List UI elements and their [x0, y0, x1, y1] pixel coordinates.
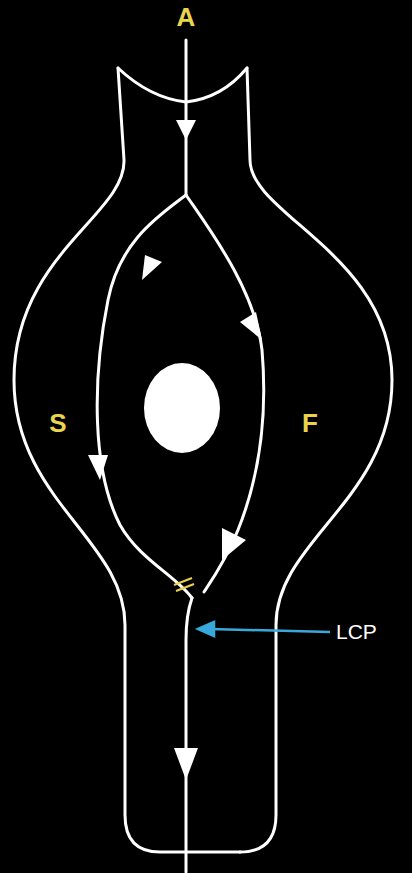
break-mark — [176, 584, 194, 591]
obstacle-circle — [144, 363, 220, 453]
inlet-label: A — [177, 4, 196, 30]
vessel-top-edge — [118, 68, 247, 102]
arrowhead — [88, 455, 108, 480]
outflow-line — [186, 598, 192, 872]
vessel-left-wall — [14, 68, 240, 852]
arrowhead — [174, 748, 198, 780]
arrowhead — [176, 120, 196, 140]
vessel-right-wall — [240, 68, 392, 852]
point-label: LCP — [336, 621, 377, 642]
inflow-line — [185, 40, 188, 195]
leader-arrowhead — [198, 622, 214, 636]
branch-label: F — [302, 410, 318, 436]
break-mark — [174, 578, 192, 585]
arrowhead — [222, 528, 246, 560]
arrowhead — [240, 312, 262, 340]
branch-label: S — [49, 410, 66, 436]
arrowhead — [142, 255, 162, 280]
leader-line — [210, 629, 330, 632]
